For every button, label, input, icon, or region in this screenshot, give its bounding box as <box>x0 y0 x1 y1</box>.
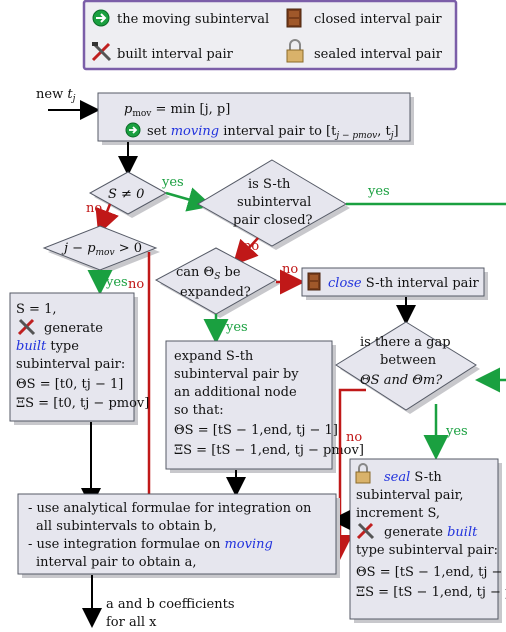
output-line2: for all x <box>106 615 157 630</box>
label-yes-expand: yes <box>225 320 248 335</box>
svg-text:close S-th interval pair: close S-th interval pair <box>328 276 480 291</box>
output-line1: a and b coefficients <box>106 597 235 612</box>
label-no-S: no <box>86 201 102 216</box>
svg-text:can ΘS be: can ΘS be <box>176 265 241 282</box>
svg-text:ΘS = [t0, tj − 1]: ΘS = [t0, tj − 1] <box>16 377 123 392</box>
padlock-icon <box>286 39 304 63</box>
label-no-jp: no <box>128 277 144 292</box>
box-seal: seal S-th subinterval pair, increment S,… <box>349 458 506 623</box>
svg-text:pair closed?: pair closed? <box>233 213 313 228</box>
svg-text:increment S,: increment S, <box>356 506 440 521</box>
tools-icon <box>91 42 112 62</box>
legend-closed: closed interval pair <box>314 12 442 27</box>
svg-text:set moving interval pair to [t: set moving interval pair to [tj − pmov, … <box>147 124 399 141</box>
svg-text:built type: built type <box>16 339 79 354</box>
svg-text:S ≠ 0: S ≠ 0 <box>108 187 144 202</box>
decision-j-pmov: j − pmov > 0 <box>42 225 160 274</box>
svg-text:seal S-th: seal S-th <box>384 470 442 485</box>
svg-text:ΘS = [tS − 1,end, tj − 1]: ΘS = [tS − 1,end, tj − 1] <box>174 423 338 438</box>
svg-text:ΞS = [tS − 1,end, tj − pmov]: ΞS = [tS − 1,end, tj − pmov] <box>356 585 506 600</box>
tools-icon <box>356 522 375 540</box>
box-S-equals-1: S = 1, generate built type subinterval p… <box>9 292 149 425</box>
svg-text:subinterval pair,: subinterval pair, <box>356 488 464 503</box>
svg-text:is there a gap: is there a gap <box>360 335 451 350</box>
legend-moving: the moving subinterval <box>117 12 269 27</box>
svg-text:subinterval pair by: subinterval pair by <box>174 367 299 382</box>
moving-arrow-icon <box>125 122 141 138</box>
svg-text:subinterval: subinterval <box>237 195 311 210</box>
box-set-moving: pmov = min [j, p] set moving interval pa… <box>97 92 414 145</box>
arrow-closed-no <box>232 237 259 266</box>
label-yes-closed: yes <box>367 184 390 199</box>
tools-icon <box>17 318 36 336</box>
box-expand: expand S-th subinterval pair by an addit… <box>165 340 364 473</box>
closed-door-icon <box>286 8 302 28</box>
svg-text:ΞS = [t0, tj − pmov]: ΞS = [t0, tj − pmov] <box>16 396 149 411</box>
svg-text:between: between <box>380 353 437 368</box>
svg-text:so that:: so that: <box>174 403 224 418</box>
svg-text:subinterval pair:: subinterval pair: <box>16 357 125 372</box>
box-close: close S-th interval pair <box>301 267 488 300</box>
svg-text:expanded?: expanded? <box>180 285 251 300</box>
svg-text:ΞS = [tS − 1,end, tj − pmov]: ΞS = [tS − 1,end, tj − pmov] <box>174 443 364 458</box>
svg-text:pmov = min [j, p]: pmov = min [j, p] <box>124 102 230 119</box>
legend-built: built interval pair <box>117 47 234 62</box>
box-formulae: - use analytical formulae for integratio… <box>17 493 340 578</box>
label-yes-S: yes <box>161 175 184 190</box>
legend-sealed: sealed interval pair <box>314 47 443 62</box>
label-yes-gap: yes <box>445 424 468 439</box>
svg-text:generate: generate <box>44 321 103 336</box>
moving-arrow-icon <box>92 9 110 27</box>
svg-text:generate built: generate built <box>384 525 478 540</box>
svg-text:ΘS = [tS − 1,end, tj − 1]: ΘS = [tS − 1,end, tj − 1] <box>356 565 506 580</box>
svg-text:interval pair to obtain a,: interval pair to obtain a, <box>36 555 196 570</box>
svg-text:- use integration formulae on: - use integration formulae on moving <box>28 537 273 552</box>
svg-text:- use analytical formulae for: - use analytical formulae for integratio… <box>28 501 312 516</box>
svg-text:an additional node: an additional node <box>174 385 297 400</box>
arrow-S-no <box>95 203 119 235</box>
label-yes-jp: yes <box>105 275 128 290</box>
label-no-expand: no <box>282 262 298 277</box>
closed-door-icon <box>307 272 321 291</box>
decision-gap: is there a gap between ΘS and Θm? <box>335 321 480 414</box>
decision-closed: is S-th subinterval pair closed? <box>197 159 350 250</box>
label-no-gap: no <box>346 430 362 445</box>
svg-text:ΘS and Θm?: ΘS and Θm? <box>360 373 443 388</box>
legend: the moving subinterval closed interval p… <box>82 0 458 71</box>
svg-text:type subinterval pair:: type subinterval pair: <box>356 543 498 558</box>
input-label: new tj <box>36 87 76 104</box>
svg-text:j − pmov > 0: j − pmov > 0 <box>61 241 142 258</box>
svg-text:S = 1,: S = 1, <box>16 302 56 317</box>
svg-text:all subintervals to obtain b,: all subintervals to obtain b, <box>36 519 217 534</box>
svg-text:is S-th: is S-th <box>248 177 291 192</box>
decision-expand: can ΘS be expanded? <box>154 247 280 318</box>
svg-text:expand S-th: expand S-th <box>174 349 254 364</box>
padlock-icon <box>355 463 371 484</box>
